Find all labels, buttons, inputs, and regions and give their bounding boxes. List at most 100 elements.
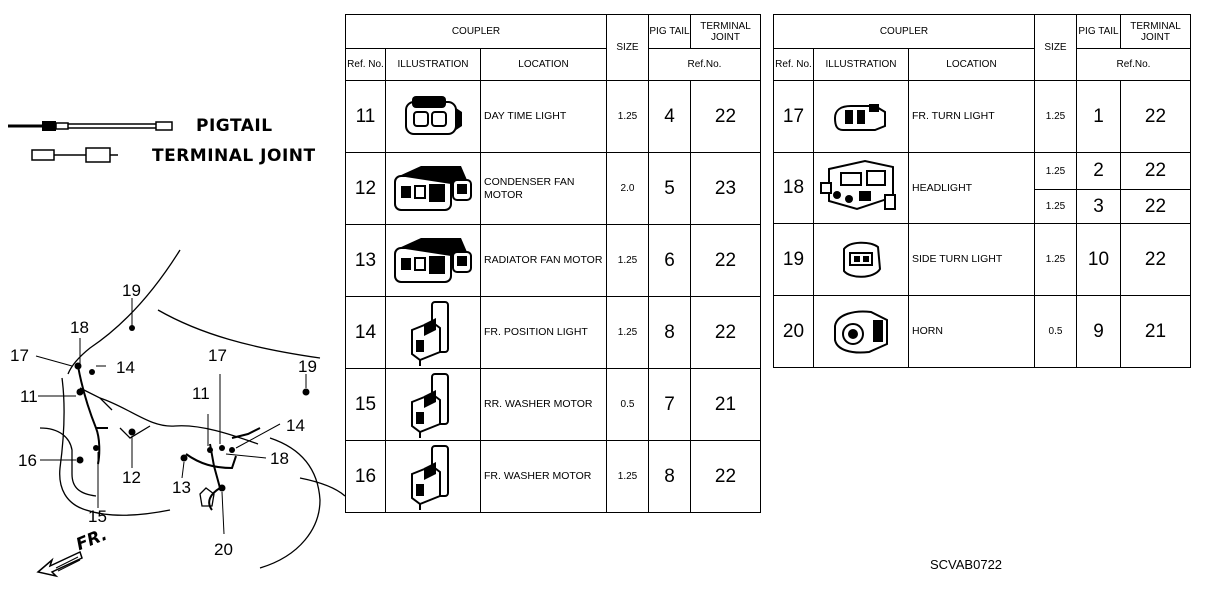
illustration-cell (385, 224, 481, 297)
large-connector-icon (386, 234, 480, 288)
bulb-socket-connector-icon (386, 300, 480, 366)
callout-19-right: 19 (298, 357, 317, 376)
ref-no-header: Ref. No. (345, 48, 386, 81)
terminal-joint-ref: 22 (1120, 189, 1191, 224)
ref-no-short-header: Ref.No. (648, 48, 761, 81)
location-text: FR. POSITION LIGHT (480, 296, 607, 369)
bulb-socket-connector-icon (386, 444, 480, 510)
location-text: HEADLIGHT (908, 152, 1035, 224)
drawing-code: SCVAB0722 (930, 557, 1003, 572)
wire-size: 1.25 (606, 80, 649, 153)
illustration-cell (385, 296, 481, 369)
terminal-joint-ref: 22 (690, 296, 761, 369)
ref-number: 15 (345, 368, 386, 441)
callout-15: 15 (88, 507, 107, 526)
callout-20: 20 (214, 540, 233, 559)
callout-17-left: 17 (10, 346, 29, 365)
terminal-joint-header: TERMINAL JOINT (1120, 14, 1191, 49)
location-text: RR. WASHER MOTOR (480, 368, 607, 441)
location-header: LOCATION (908, 48, 1035, 81)
pigtail-ref: 8 (648, 296, 691, 369)
location-text: DAY TIME LIGHT (480, 80, 607, 153)
illustration-header: ILLUSTRATION (813, 48, 909, 81)
pigtail-ref: 5 (648, 152, 691, 225)
pigtail-ref: 8 (648, 440, 691, 513)
callout-18-right: 18 (270, 449, 289, 468)
location-text: CONDENSER FAN MOTOR (480, 152, 607, 225)
location-text: HORN (908, 295, 1035, 368)
ref-number: 19 (773, 223, 814, 296)
terminal-joint-ref: 21 (690, 368, 761, 441)
callout-14-left: 14 (116, 358, 135, 377)
ref-number: 13 (345, 224, 386, 297)
illustration-cell (385, 368, 481, 441)
illustration-cell (385, 80, 481, 153)
pigtail-ref: 7 (648, 368, 691, 441)
pigtail-symbol-icon (8, 121, 173, 131)
location-text: FR. WASHER MOTOR (480, 440, 607, 513)
small-connector-icon (814, 100, 908, 134)
wire-size: 2.0 (606, 152, 649, 225)
terminal-joint-ref: 22 (690, 80, 761, 153)
size-header: SIZE (1034, 14, 1077, 81)
ref-number: 11 (345, 80, 386, 153)
illustration-header: ILLUSTRATION (385, 48, 481, 81)
wire-size: 0.5 (1034, 295, 1077, 368)
wire-size: 1.25 (606, 296, 649, 369)
terminal-joint-ref: 23 (690, 152, 761, 225)
ref-number: 16 (345, 440, 386, 513)
illustration-cell (813, 152, 909, 224)
illustration-cell (813, 223, 909, 296)
pigtail-ref: 2 (1076, 152, 1121, 190)
ref-no-header: Ref. No. (773, 48, 814, 81)
wire-size: 1.25 (606, 224, 649, 297)
terminal-joint-ref: 22 (1120, 80, 1191, 153)
illustration-cell (813, 295, 909, 368)
wire-size: 0.5 (606, 368, 649, 441)
callout-19-top: 19 (122, 281, 141, 300)
terminal-joint-ref: 22 (690, 224, 761, 297)
wire-size: 1.25 (1034, 152, 1077, 190)
large-connector-icon (386, 162, 480, 216)
headlight-connector-icon (814, 157, 908, 219)
coupler-header: COUPLER (345, 14, 607, 49)
bulb-socket-connector-icon (386, 372, 480, 438)
terminal-joint-label: TERMINAL JOINT (152, 146, 316, 166)
wire-size: 1.25 (606, 440, 649, 513)
illustration-cell (385, 440, 481, 513)
size-header: SIZE (606, 14, 649, 81)
callout-11-right: 11 (192, 384, 210, 403)
front-direction-arrow-icon (36, 550, 83, 578)
terminal-joint-ref: 22 (1120, 223, 1191, 296)
callout-16: 16 (18, 451, 37, 470)
wire-size: 1.25 (1034, 80, 1077, 153)
horn-connector-icon (814, 306, 908, 358)
pigtail-ref: 9 (1076, 295, 1121, 368)
coupler-table-left: COUPLER SIZE PIG TAIL TERMINAL JOINT Ref… (345, 14, 761, 513)
callout-12: 12 (122, 468, 141, 487)
pigtail-label: PIGTAIL (196, 116, 273, 136)
2-pin-connector-icon (386, 94, 480, 140)
callout-14-right: 14 (286, 416, 305, 435)
pigtail-ref: 4 (648, 80, 691, 153)
callout-13: 13 (172, 478, 191, 497)
ref-number: 17 (773, 80, 814, 153)
pigtail-ref: 1 (1076, 80, 1121, 153)
ref-number: 18 (773, 152, 814, 224)
front-harness-diagram (35, 249, 345, 569)
terminal-joint-ref: 21 (1120, 295, 1191, 368)
terminal-joint-header: TERMINAL JOINT (690, 14, 761, 49)
illustration-cell (813, 80, 909, 153)
ref-number: 12 (345, 152, 386, 225)
pigtail-ref: 6 (648, 224, 691, 297)
pigtail-ref: 3 (1076, 189, 1121, 224)
terminal-joint-ref: 22 (690, 440, 761, 513)
